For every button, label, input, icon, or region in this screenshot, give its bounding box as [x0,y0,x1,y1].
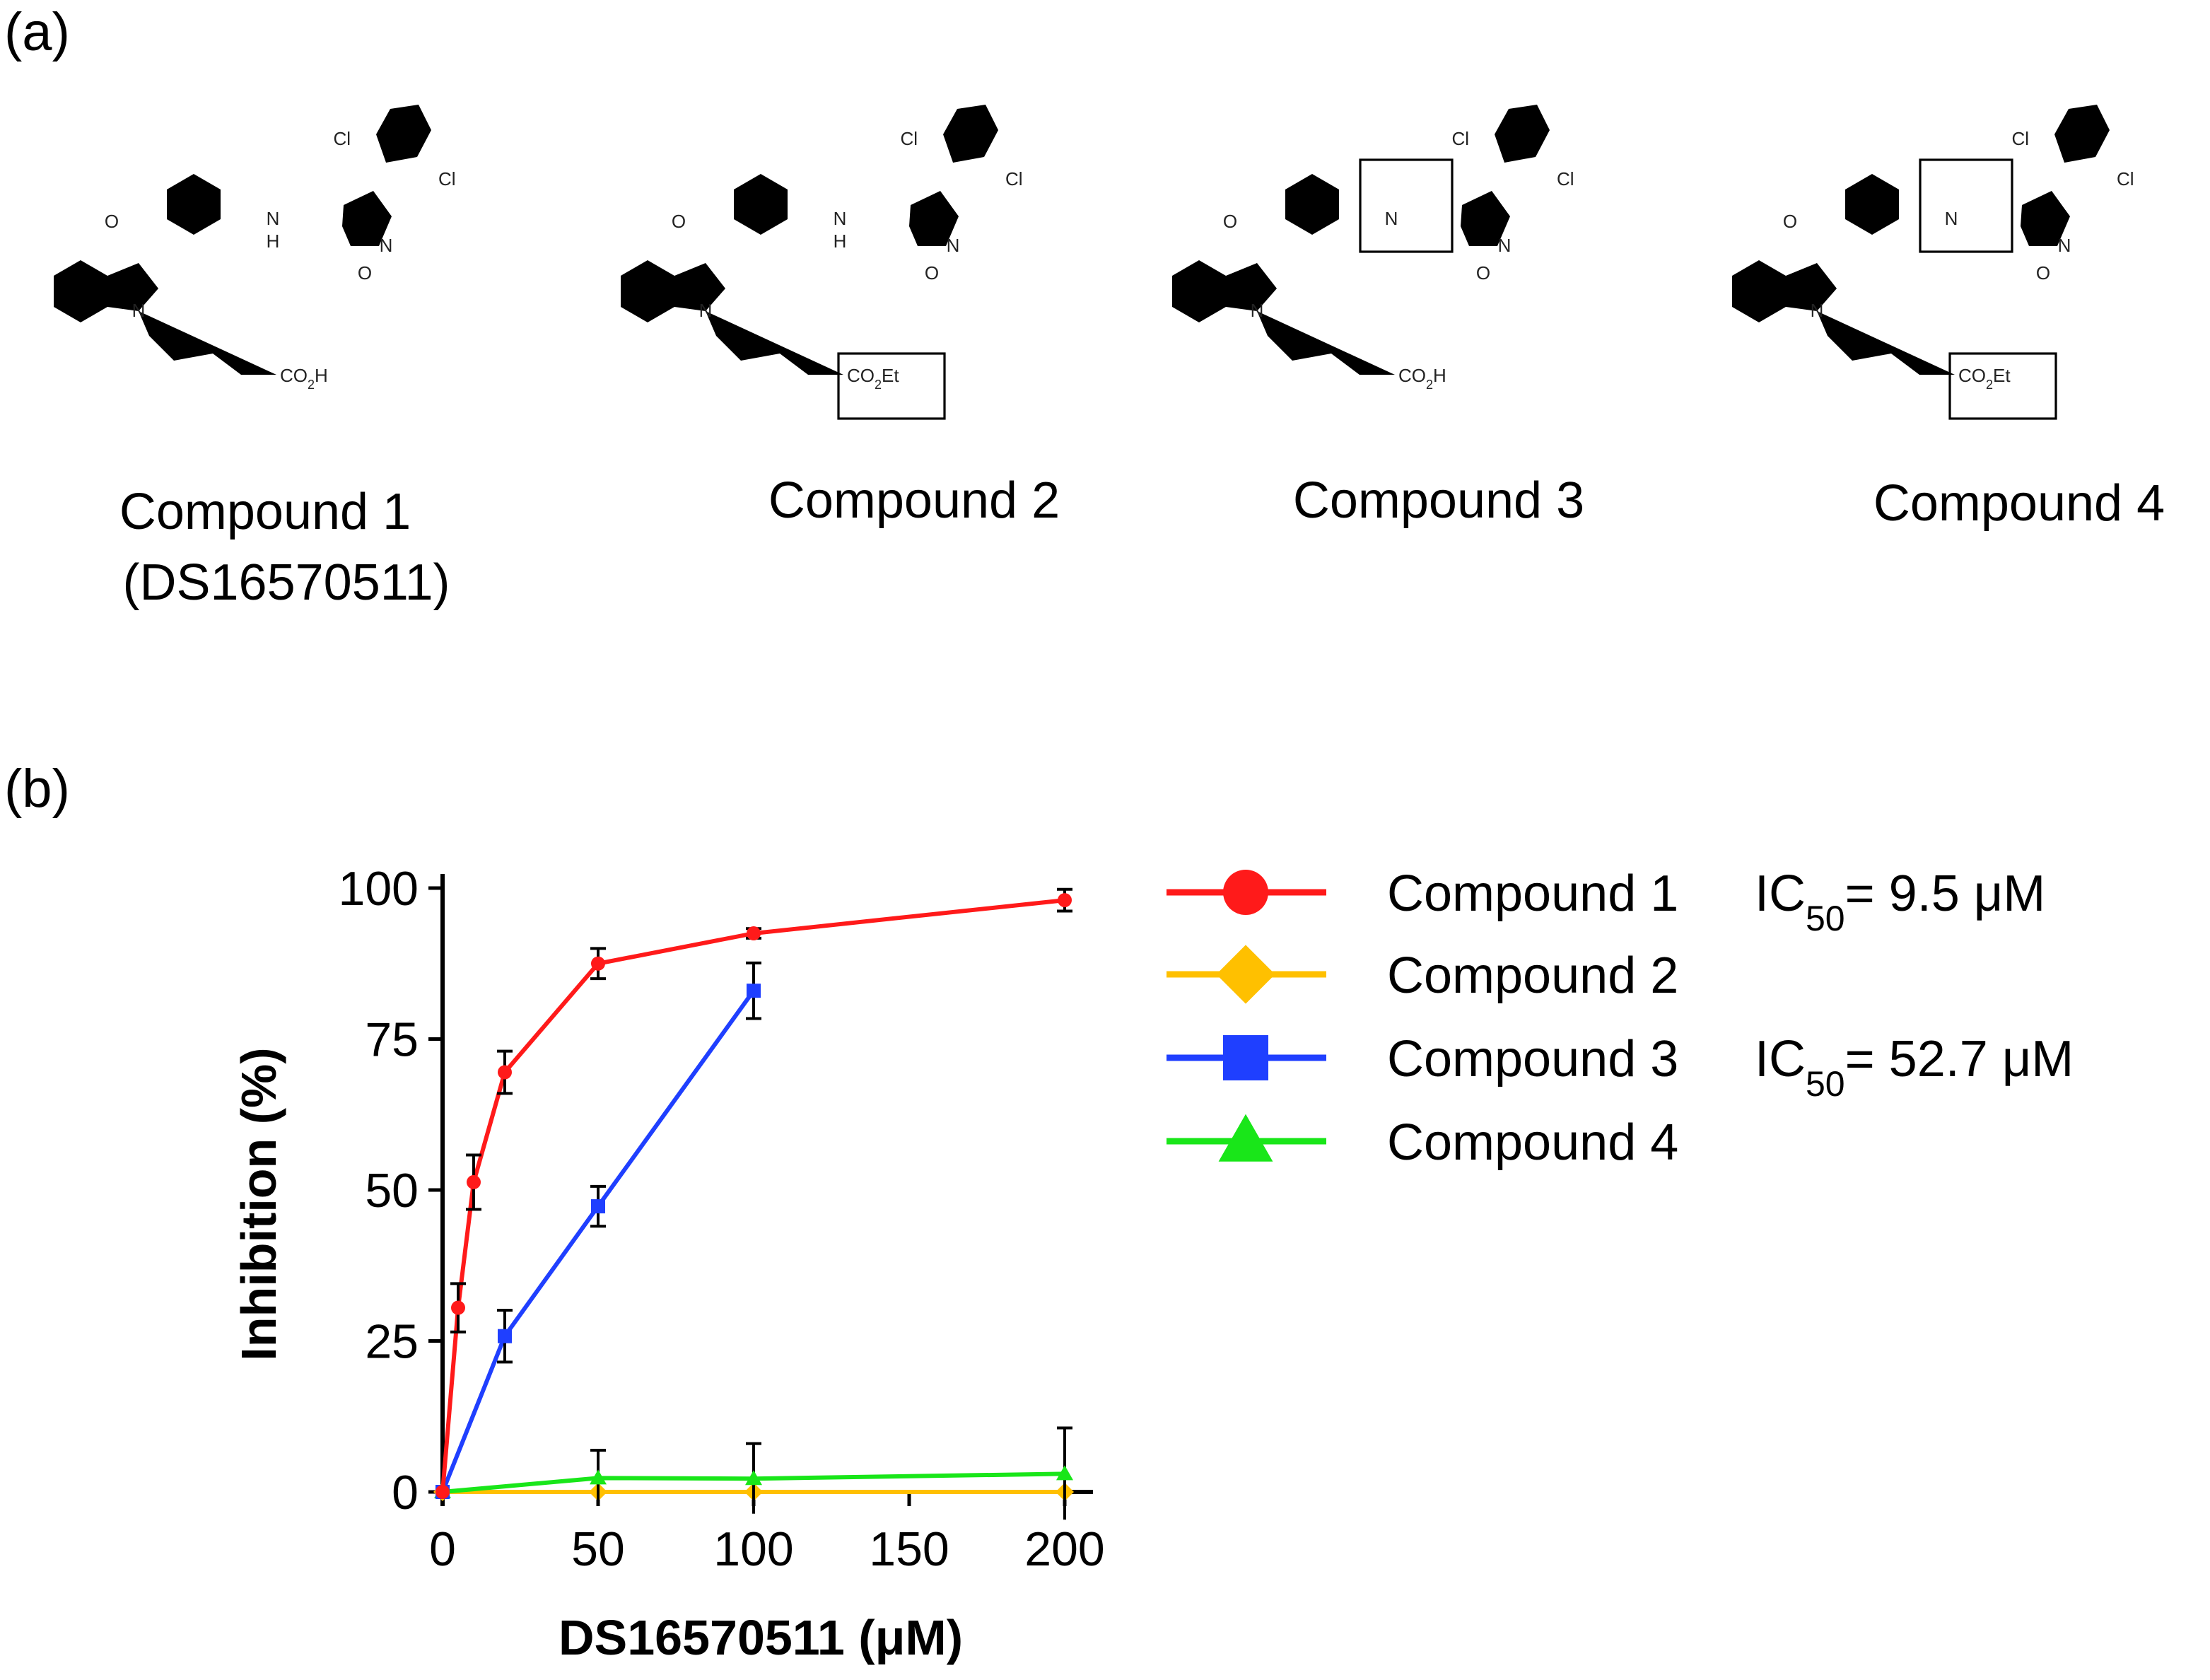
linker-highlight-box [1359,158,1454,253]
ic50-label: IC50= 9.5 μM [1755,865,2045,938]
atom-label-chlorine: Cl [438,168,456,189]
atom-label-chlorine: Cl [1005,168,1023,189]
y-tick-label: 100 [339,862,419,916]
atom-label-chlorine: Cl [2117,168,2134,189]
compound-name-1: Compound 1 [119,484,411,540]
atom-label-oxygen: O [925,262,939,284]
series-compound-1 [435,887,1072,1499]
atom-label-chlorine: Cl [900,128,918,149]
series-line [442,1471,1065,1494]
y-tick-label: 0 [392,1466,419,1519]
atom-label-chlorine: Cl [1451,128,1469,149]
atom-label-oxygen: O [1476,262,1490,284]
data-point [498,1065,512,1080]
panel-label-b: (b) [4,759,70,819]
atom-label-oxygen: O [105,211,119,232]
data-point [451,1300,465,1315]
atom-label-nitrogen: N [1251,300,1264,321]
data-point [591,956,605,971]
acid-group-label: CO2H [1398,365,1446,392]
atom-label-amine: N [834,208,847,229]
ester-highlight-box [1948,352,2057,420]
legend-entry-compound-3: Compound 3 IC50= 52.7 μM [1167,1031,2074,1104]
series-compound-4 [434,1426,1073,1520]
data-point [745,1470,762,1486]
data-point [747,984,761,998]
data-point [1056,1465,1073,1481]
data-point [590,1469,607,1485]
atom-label-nitrogen: N [1498,235,1512,256]
atom-label-nitrogen: N [1811,300,1824,321]
series-line [440,989,756,1493]
atom-label-amine: N [267,208,280,229]
atom-label-nitrogen: N [947,235,960,256]
atom-label-oxygen: O [672,211,686,232]
acid-group-label: CO2Et [847,365,899,392]
atom-label-oxygen: O [358,262,372,284]
x-tick-label: 100 [713,1522,793,1576]
acid-group-label: CO2Et [1958,365,2011,392]
atom-label-chlorine: Cl [333,128,351,149]
linker-highlight-box [1919,158,2013,253]
legend-marker [1223,870,1268,915]
y-axis-title: Inhibition (%) [231,1047,286,1360]
acid-group-label: CO2H [280,365,328,392]
x-axis-title: DS16570511 (μM) [559,1610,963,1665]
y-tick-label: 50 [365,1164,419,1218]
legend-entry-compound-4: Compound 4 [1167,1114,1678,1171]
atom-label-nitrogen: N [132,300,146,321]
ic50-label: IC50= 52.7 μM [1755,1031,2074,1104]
legend-marker [1223,1035,1268,1080]
atom-label-chlorine: Cl [2011,128,2029,149]
data-point [435,1485,450,1499]
data-point [747,926,761,941]
legend-label: Compound 3 [1387,1031,1678,1087]
legend-label: Compound 4 [1387,1114,1678,1171]
x-tick-label: 50 [571,1522,625,1576]
compound-name-3: Compound 3 [1293,472,1584,529]
atom-label-nitrogen: N [380,235,393,256]
compound-name-4: Compound 4 [1873,475,2165,532]
series-compound-3 [435,961,761,1499]
legend-label: Compound 2 [1387,947,1678,1004]
atom-label-oxygen: O [1223,211,1237,232]
data-point [591,1199,605,1214]
legend-entry-compound-1: Compound 1 IC50= 9.5 μM [1167,865,2045,938]
atom-label-nitrogen: N [2058,235,2071,256]
x-tick-label: 200 [1024,1522,1104,1576]
atom-label-amine: N [1385,208,1398,229]
data-point [498,1329,512,1343]
legend-label: Compound 1 [1387,865,1678,922]
y-tick-label: 25 [365,1315,419,1369]
atom-label-oxygen: O [2036,262,2050,284]
legend-marker [1218,1114,1273,1162]
atom-label-chlorine: Cl [1557,168,1574,189]
data-point [467,1174,481,1189]
x-tick-label: 0 [429,1522,456,1576]
atom-label-nitrogen: N [699,300,713,321]
chart-legend: Compound 1 IC50= 9.5 μM Compound 2 Compound… [1167,865,2074,1171]
legend-entry-compound-2: Compound 2 [1167,945,1678,1004]
atom-label-amine-h: H [267,231,280,252]
compound-alias-1: (DS16570511) [123,554,450,611]
x-tick-label: 150 [869,1522,949,1576]
ester-highlight-box [837,352,946,420]
atom-label-amine: N [1945,208,1958,229]
legend-marker [1216,945,1275,1004]
compound-name-2: Compound 2 [768,472,1060,529]
panel-label-a: (a) [4,2,70,62]
data-point [1058,893,1072,908]
atom-label-amine-h: H [834,231,847,252]
y-tick-label: 75 [365,1013,419,1067]
atom-label-oxygen: O [1783,211,1797,232]
